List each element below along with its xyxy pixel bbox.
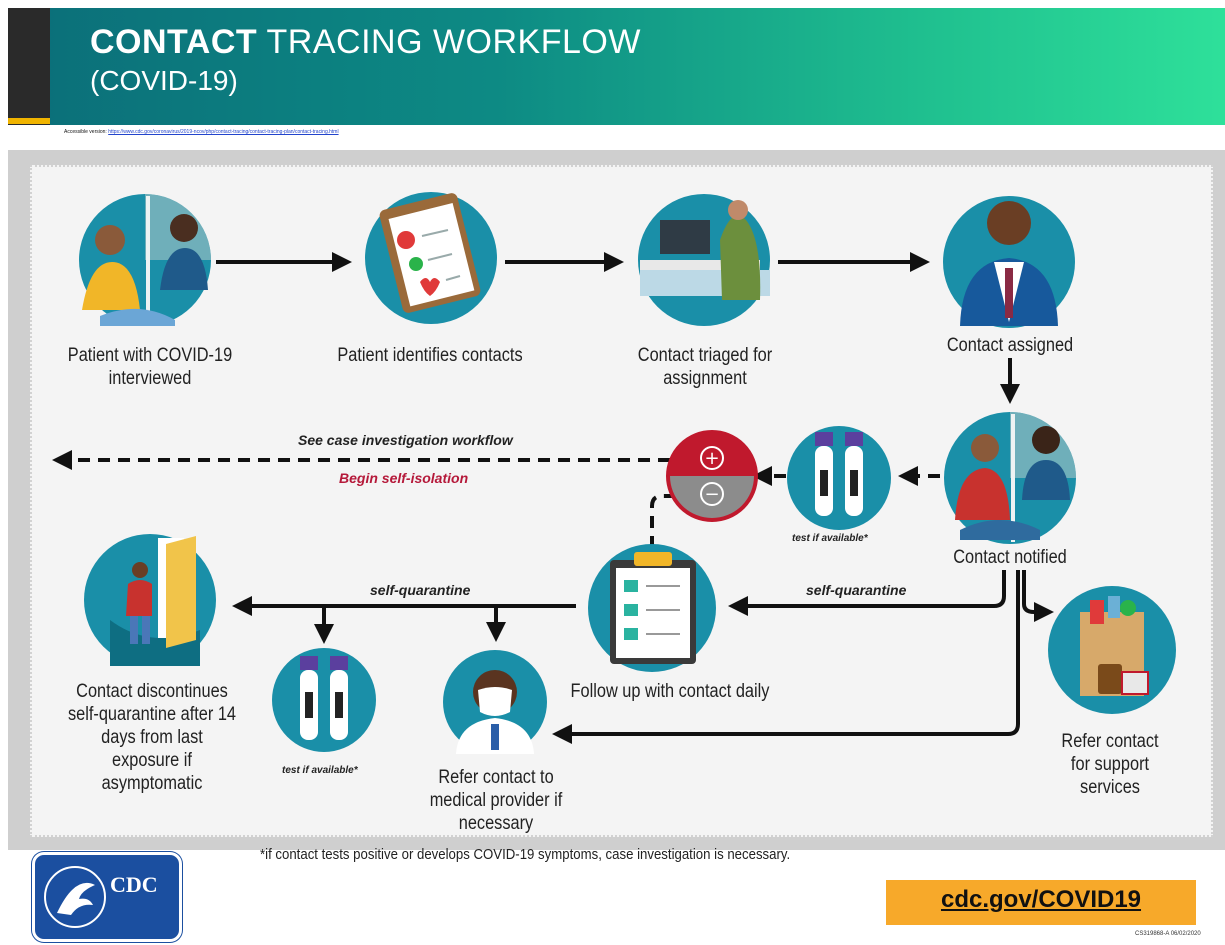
footnote: *if contact tests positive or develops C… xyxy=(260,846,791,863)
cdc-url-link[interactable]: cdc.gov/COVID19 xyxy=(940,886,1142,913)
positive-symbol: + xyxy=(704,448,719,469)
flow-arrows xyxy=(216,252,1054,744)
label-patient-interviewed: Patient with COVID-19 interviewed xyxy=(67,345,233,389)
source-line: Accessible version: https://www.cdc.gov/… xyxy=(64,129,339,135)
triage-desk-icon xyxy=(638,194,770,326)
label-contact-assigned: Contact assigned xyxy=(946,335,1074,356)
test-tube-icon-bottom xyxy=(272,648,376,752)
annotation-test-available-bottom: test if available* xyxy=(282,765,358,776)
annotation-case-investigation: See case investigation workflow xyxy=(298,432,513,448)
label-discontinues: Contact discontinues self-quarantine aft… xyxy=(67,681,237,794)
header-side-block xyxy=(8,8,50,125)
source-link[interactable]: https://www.cdc.gov/coronavirus/2019-nco… xyxy=(108,129,339,135)
grocery-bag-icon xyxy=(1048,586,1176,714)
annotation-self-quarantine-left: self-quarantine xyxy=(370,582,471,598)
hhs-eagle-icon xyxy=(44,866,106,928)
contact-list-icon xyxy=(365,192,497,324)
url-banner xyxy=(886,880,1196,925)
dashed-arrows xyxy=(52,450,940,548)
cdc-logo-text: CDC xyxy=(110,872,158,897)
label-patient-identifies: Patient identifies contacts xyxy=(337,345,523,366)
arrow-notified-to-followup xyxy=(728,570,1006,616)
page-title: CONTACT TRACING WORKFLOW xyxy=(90,23,641,61)
cdc-logo xyxy=(32,852,182,942)
door-exit-icon xyxy=(84,534,216,666)
header-accent-bar xyxy=(8,118,50,124)
doctor-mask-icon xyxy=(443,650,547,754)
label-refer-support: Refer contact for support services xyxy=(1061,731,1159,798)
label-follow-up: Follow up with contact daily xyxy=(570,681,770,702)
arrow-notified-to-medical xyxy=(552,570,1020,744)
label-contact-notified: Contact notified xyxy=(953,547,1067,568)
test-tube-icon xyxy=(787,426,891,530)
test-result-icon: + − xyxy=(666,430,758,522)
header-banner xyxy=(8,8,1225,125)
phone-call-icon xyxy=(944,412,1076,544)
annotation-self-isolation: Begin self-isolation xyxy=(339,470,469,486)
page-subtitle: (COVID-19) xyxy=(90,65,238,96)
patient-interview-icon xyxy=(79,194,211,326)
arrow-notified-to-support xyxy=(1022,570,1054,622)
dashed-followup-to-result xyxy=(650,494,672,548)
annotation-self-quarantine-right: self-quarantine xyxy=(806,582,907,598)
clipboard-checklist-icon xyxy=(588,544,716,672)
annotation-test-available-top: test if available* xyxy=(792,533,868,544)
source-label: Accessible version: xyxy=(64,129,107,135)
label-refer-medical: Refer contact to medical provider if nec… xyxy=(429,767,563,834)
label-contact-triaged: Contact triaged for assignment xyxy=(637,345,773,389)
assigned-person-icon xyxy=(943,196,1075,328)
document-id: CS319868-A 06/02/2020 xyxy=(1135,931,1201,937)
negative-symbol: − xyxy=(704,484,719,505)
